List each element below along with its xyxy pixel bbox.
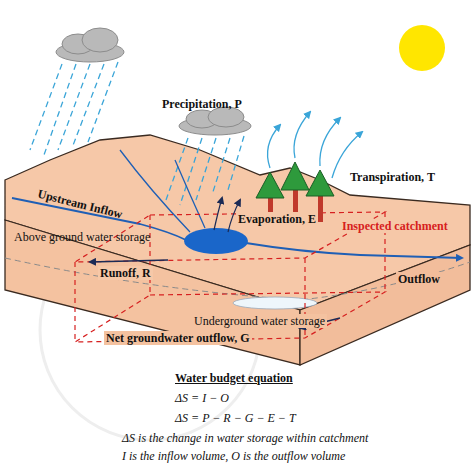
process-label: Net groundwater outflow, G bbox=[104, 331, 252, 345]
equation-heading: Water budget equation bbox=[173, 371, 295, 385]
cloud bbox=[179, 107, 251, 135]
storage-label: Above ground water storage bbox=[12, 230, 152, 244]
region-label: Inspected catchment bbox=[340, 219, 450, 233]
transpiration-arrow bbox=[268, 112, 362, 178]
cloud bbox=[56, 28, 124, 62]
lake bbox=[184, 228, 248, 254]
process-label: Runoff, R bbox=[98, 266, 153, 280]
process-label: Precipitation, P bbox=[160, 97, 244, 111]
runoff-arrow bbox=[90, 260, 168, 262]
ground-front-face bbox=[5, 220, 300, 365]
river-outflow bbox=[246, 243, 462, 258]
equation-note: I is the inflow volume, O is the outflow… bbox=[120, 449, 347, 463]
ground-side-face bbox=[300, 245, 470, 365]
process-label: Transpiration, T bbox=[348, 170, 437, 184]
storage-label: Underground water storage bbox=[192, 314, 327, 328]
stream bbox=[120, 150, 205, 232]
equation: ΔS = I − O bbox=[173, 391, 231, 405]
process-label: Evaporation, E bbox=[236, 212, 318, 226]
equation-note: ΔS is the change in water storage within… bbox=[120, 431, 370, 445]
equation: ΔS = P − R − G − E − T bbox=[173, 411, 298, 425]
rain bbox=[30, 62, 244, 205]
process-label: Outflow bbox=[396, 272, 442, 286]
sun bbox=[399, 25, 445, 71]
